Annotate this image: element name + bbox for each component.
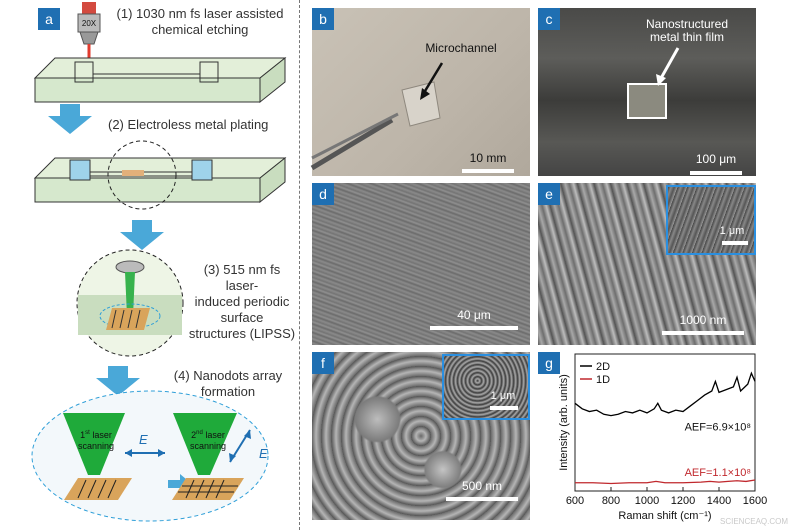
- x-tick-label: 1200: [671, 495, 695, 507]
- step3-line2: induced periodic: [194, 294, 290, 309]
- x-tick-label: 1400: [707, 495, 731, 507]
- panel-label-b: b: [312, 8, 334, 30]
- step3-line1: (3) 515 nm fs laser-: [203, 262, 281, 293]
- objective-magnification: 20X: [81, 19, 97, 28]
- arrow-down-icon: [48, 104, 92, 134]
- panel-f-sem: f 1 μm 500 nm: [312, 352, 530, 520]
- first-scan-number: 1: [80, 430, 86, 440]
- panel-b-photo: b Microchannel 10 mm: [310, 8, 530, 176]
- panel-divider: [299, 0, 300, 530]
- schematic-drawing: [31, 2, 287, 522]
- second-scan-word: laser: [202, 430, 225, 440]
- glass-chip-step1: [33, 56, 287, 104]
- scale-text-b: 10 mm: [469, 151, 507, 165]
- field-label-2: E: [259, 446, 268, 461]
- step1-line2: chemical etching: [151, 22, 249, 37]
- series-line-1D: [575, 479, 756, 485]
- x-tick-label: 800: [602, 495, 620, 507]
- inset-scale-text-f: 1 μm: [490, 390, 516, 402]
- inset-scale-text-e: 1 μm: [719, 225, 745, 237]
- second-scan-number: 2: [191, 430, 197, 440]
- lipss-zoom-circle: [76, 249, 184, 357]
- inset-scalebar-e: [722, 241, 748, 245]
- inset-f: 1 μm: [442, 354, 530, 420]
- microchannel-photo: [310, 62, 444, 171]
- nanodots-scan-diagram: [31, 390, 269, 522]
- annotation-2d: AEF=6.9×10⁸: [685, 422, 751, 434]
- inset-e: 1 μm: [666, 185, 756, 255]
- annotation-1d: AEF=1.1×10⁸: [685, 467, 751, 479]
- inset-scalebar-f: [490, 406, 518, 410]
- metal-film-annotation: Nanostructured metal thin film: [626, 18, 748, 44]
- step4-line1: (4) Nanodots array: [173, 368, 283, 383]
- step3-line4: structures (LIPSS): [188, 326, 296, 341]
- metal-film-photo: [627, 47, 680, 119]
- step1-line1: (1) 1030 nm fs laser assisted: [116, 6, 284, 21]
- panel-label-d: d: [312, 183, 334, 205]
- step2-text: (2) Electroless metal plating: [108, 117, 269, 132]
- second-scan-line2: scanning: [189, 441, 227, 451]
- step3-line3: surface: [220, 310, 264, 325]
- x-tick-label: 1600: [743, 495, 767, 507]
- second-scan-suffix: nd: [196, 430, 203, 436]
- x-axis-label: Raman shift (cm⁻¹): [618, 510, 711, 522]
- panel-label-f: f: [312, 352, 334, 374]
- legend-label-2D: 2D: [596, 361, 610, 373]
- step4-text: (4) Nanodots array formation: [160, 368, 296, 400]
- series-line-2D: [574, 371, 756, 417]
- step4-line2: formation: [200, 384, 256, 399]
- legend-label-1D: 1D: [596, 374, 610, 386]
- microchannel-annotation: Microchannel: [425, 41, 497, 55]
- scalebar-b: [462, 169, 514, 173]
- scale-text-d: 40 μm: [457, 308, 491, 322]
- watermark: SCIENCEAQ.COM: [720, 517, 789, 526]
- step3-text: (3) 515 nm fs laser- induced periodic su…: [188, 262, 296, 342]
- first-scan-label: 1st laser scanning: [74, 428, 118, 452]
- metal-film-line1: Nanostructured: [645, 17, 729, 31]
- panel-label-e: e: [538, 183, 560, 205]
- first-scan-line2: scanning: [77, 441, 115, 451]
- scalebar-e: [662, 331, 744, 335]
- step1-text: (1) 1030 nm fs laser assisted chemical e…: [100, 6, 300, 38]
- scalebar-c: [690, 171, 742, 175]
- scale-text-c: 100 μm: [695, 152, 737, 166]
- plot-frame: [574, 353, 756, 492]
- scale-text-f: 500 nm: [461, 479, 503, 493]
- panel-label-g: g: [538, 352, 560, 374]
- objective-lens-icon: [77, 2, 101, 45]
- scalebar-d: [430, 326, 518, 330]
- x-tick-label: 1000: [635, 495, 659, 507]
- scalebar-f: [446, 497, 518, 501]
- panel-d-sem: d 40 μm: [312, 183, 530, 345]
- panel-c-micrograph: c Nanostructured metal thin film 100 μm: [538, 8, 756, 176]
- first-scan-suffix: st: [85, 430, 90, 436]
- metal-film-line2: metal thin film: [649, 30, 725, 44]
- first-scan-word: laser: [89, 430, 112, 440]
- field-label-1: E: [139, 432, 148, 447]
- second-scan-label: 2nd laser scanning: [186, 428, 230, 452]
- panel-label-a: a: [38, 8, 60, 30]
- y-axis-label: Intensity (arb. units): [558, 374, 570, 471]
- arrow-down-icon: [120, 220, 164, 250]
- panel-label-c: c: [538, 8, 560, 30]
- arrow-down-icon: [96, 366, 140, 396]
- glass-chip-step2: [33, 140, 287, 210]
- scale-text-e: 1000 nm: [679, 313, 727, 327]
- panel-e-sem: e 1 μm 1000 nm: [538, 183, 756, 345]
- x-tick-label: 600: [566, 495, 584, 507]
